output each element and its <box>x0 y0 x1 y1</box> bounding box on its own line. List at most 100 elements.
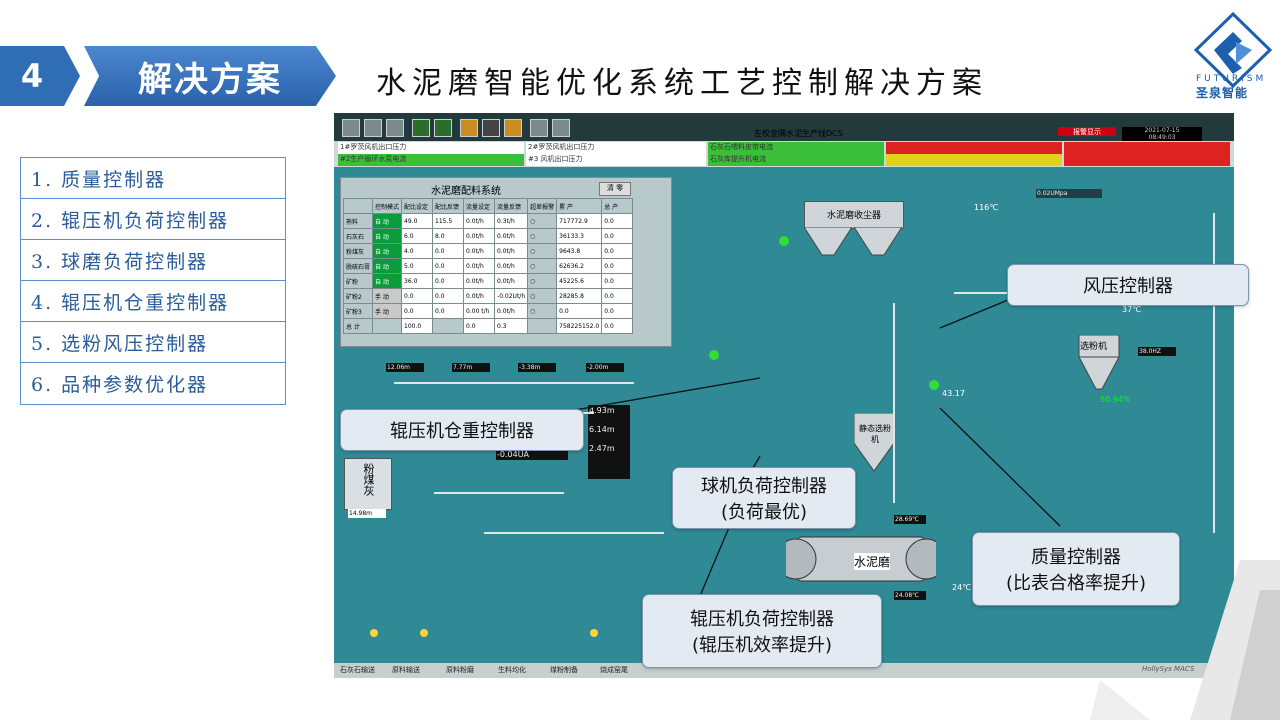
separator-icon <box>1078 335 1120 390</box>
flow-feedback: 0.0t/h <box>494 258 529 274</box>
status-alarm-red <box>886 142 1062 154</box>
batching-table: 控制模式 配比设定 配比反馈 流量设定 流量反馈 超差报警 累 产 总 产 熟料… <box>342 198 634 334</box>
trend-icon[interactable] <box>482 119 500 137</box>
tab-kiln[interactable]: 烧成窑尾 <box>600 666 628 674</box>
dcs-title: 左权金隅水泥生产线DCS <box>754 129 843 138</box>
table-row: 总 计 100.0 0.0 0.3 758225152.0 0.0 <box>342 318 634 334</box>
grid-icon[interactable] <box>552 119 570 137</box>
accumulated: 0.0 <box>556 303 603 319</box>
temperature-readout: 24.08℃ <box>894 591 926 600</box>
list-item: 4. 辊压机仓重控制器 <box>21 281 285 322</box>
callout-bin-weight: 辊压机仓重控制器 <box>340 409 584 451</box>
status-item: #3 风机出口压力 <box>526 154 706 166</box>
total: 0.0 <box>601 243 634 259</box>
bin-level: 4.93m <box>589 406 615 415</box>
date-text: 2021-07-15 <box>1144 127 1180 134</box>
accumulated: 62636.2 <box>556 258 603 274</box>
report-icon[interactable] <box>504 119 522 137</box>
monitor-icon[interactable] <box>342 119 360 137</box>
tab-raw-grinding[interactable]: 原料粉磨 <box>446 666 474 674</box>
silo-level: 14.98m <box>348 509 386 518</box>
flow-total: 0.0 <box>463 318 496 334</box>
accumulated: 717772.9 <box>556 213 603 229</box>
status-alarm-yellow <box>886 154 1062 166</box>
callout-ball-load: 球机负荷控制器 (负荷最优) <box>672 467 856 529</box>
tab-limestone[interactable]: 石灰石输送 <box>340 666 375 674</box>
ratio-setpoint[interactable]: 49.0 <box>401 213 434 229</box>
dcs-toolbar: 左权金隅水泥生产线DCS 报警显示 2021-07-15 08:49:03 <box>334 113 1234 149</box>
logo-text-en: FUTURISM <box>1196 74 1267 84</box>
batching-panel: 水泥磨配料系统 清 零 控制模式 配比设定 配比反馈 流量设定 流量反馈 超差报… <box>340 177 672 347</box>
network-icon[interactable] <box>412 119 430 137</box>
table-header-cell: 累 产 <box>556 198 603 214</box>
dust-label: 水泥磨收尘器 <box>826 211 881 221</box>
bin-panel: 4.93m 6.14m 2.47m <box>588 405 630 479</box>
flow-feedback: 0.0t/h <box>494 243 529 259</box>
ratio-setpoint[interactable]: 5.0 <box>401 258 434 274</box>
table-row: 石灰石 自 动 6.0 8.0 0.0t/h 0.0t/h ○ 36133.3 … <box>342 228 634 244</box>
flow-feedback-total: 0.3 <box>494 318 529 334</box>
list-item: 1. 质量控制器 <box>21 158 285 199</box>
mode-button[interactable]: 自 动 <box>372 258 403 274</box>
status-alarm-red <box>1064 142 1230 154</box>
print-icon[interactable] <box>530 119 548 137</box>
alarm-button[interactable]: 报警显示 <box>1058 127 1116 136</box>
ratio-feedback: 0.0 <box>432 273 465 289</box>
accumulated: 45225.6 <box>556 273 603 289</box>
tab-coal[interactable]: 煤粉制备 <box>550 666 578 674</box>
callout-roller-load: 辊压机负荷控制器 (辊压机效率提升) <box>642 594 882 668</box>
total: 0.0 <box>601 273 634 289</box>
bin-level: 6.14m <box>589 425 615 434</box>
level-readout: -3.38m <box>518 363 556 372</box>
status-strip: 1#罗茨风机出口压力 2#罗茨风机出口压力 #2生产循环水泵电流 #3 风机出口… <box>334 141 1234 167</box>
table-row: 矿粉3 手 动 0.0 0.0 0.00 t/h 0.0t/h ○ 0.0 0.… <box>342 303 634 319</box>
ratio-feedback: 0.0 <box>432 303 465 319</box>
accumulated: 9643.8 <box>556 243 603 259</box>
controller-list: 1. 质量控制器 2. 辊压机负荷控制器 3. 球磨负荷控制器 4. 辊压机仓重… <box>20 157 286 405</box>
temperature-readout: 28.69℃ <box>894 515 926 524</box>
value-readout: 43.17 <box>942 389 965 398</box>
callout-subtext: (负荷最优) <box>720 502 808 523</box>
static-separator-label: 静态选粉机 <box>859 424 891 444</box>
callout-text: 风压控制器 <box>1083 276 1173 297</box>
level-readout: 12.06m <box>386 363 424 372</box>
tab-raw-transport[interactable]: 原料输送 <box>392 666 420 674</box>
flow-setpoint: 0.0t/h <box>463 243 496 259</box>
flow-feedback: 0.0t/h <box>494 273 529 289</box>
fly-ash-silo: 粉煤灰 <box>344 458 392 510</box>
ratio-feedback: 8.0 <box>432 228 465 244</box>
temperature-readout: 24℃ <box>952 583 972 592</box>
status-item: 1#罗茨风机出口压力 <box>338 142 524 154</box>
callout-subtext: (辊压机效率提升) <box>691 635 833 656</box>
chart-icon[interactable] <box>434 119 452 137</box>
callout-wind-pressure: 风压控制器 <box>1007 264 1249 306</box>
dust-collector: 水泥磨收尘器 <box>804 201 904 229</box>
dcs-tab-bar: 石灰石输送 原料输送 原料粉磨 生料均化 煤粉制备 烧成窑尾 HollySys … <box>334 663 1234 678</box>
section-number-arrow <box>64 46 80 106</box>
mode-button[interactable]: 自 动 <box>372 243 403 259</box>
section-title: 解决方案 <box>84 46 336 106</box>
ratio-setpoint[interactable]: 36.0 <box>401 273 434 289</box>
mode-cell <box>372 318 403 334</box>
corner-decoration-icon <box>1090 560 1280 720</box>
mode-button[interactable]: 自 动 <box>372 228 403 244</box>
temperature-readout: 116℃ <box>974 203 999 212</box>
futurism-logo-icon <box>1193 12 1273 89</box>
status-alarm-red <box>1064 154 1230 166</box>
frequency-readout: 38.0HZ <box>1138 347 1176 356</box>
tools-icon[interactable] <box>386 119 404 137</box>
batching-title: 水泥磨配料系统 <box>431 186 501 197</box>
current-readout: -0.04UA <box>496 449 568 460</box>
list-item: 2. 辊压机负荷控制器 <box>21 199 285 240</box>
table-row: 粉煤灰 自 动 4.0 0.0 0.0t/h 0.0t/h ○ 9643.8 0… <box>342 243 634 259</box>
settings-icon[interactable] <box>364 119 382 137</box>
status-item: 石灰库提升机电流 <box>708 154 884 166</box>
folder-icon[interactable] <box>460 119 478 137</box>
reset-button[interactable]: 清 零 <box>599 182 631 196</box>
system-brand: HollySys MACS <box>1142 665 1195 673</box>
level-readout: 7.77m <box>452 363 490 372</box>
accumulated: 36133.3 <box>556 228 603 244</box>
list-item: 5. 选粉风压控制器 <box>21 322 285 363</box>
tab-homogenize[interactable]: 生料均化 <box>498 666 526 674</box>
